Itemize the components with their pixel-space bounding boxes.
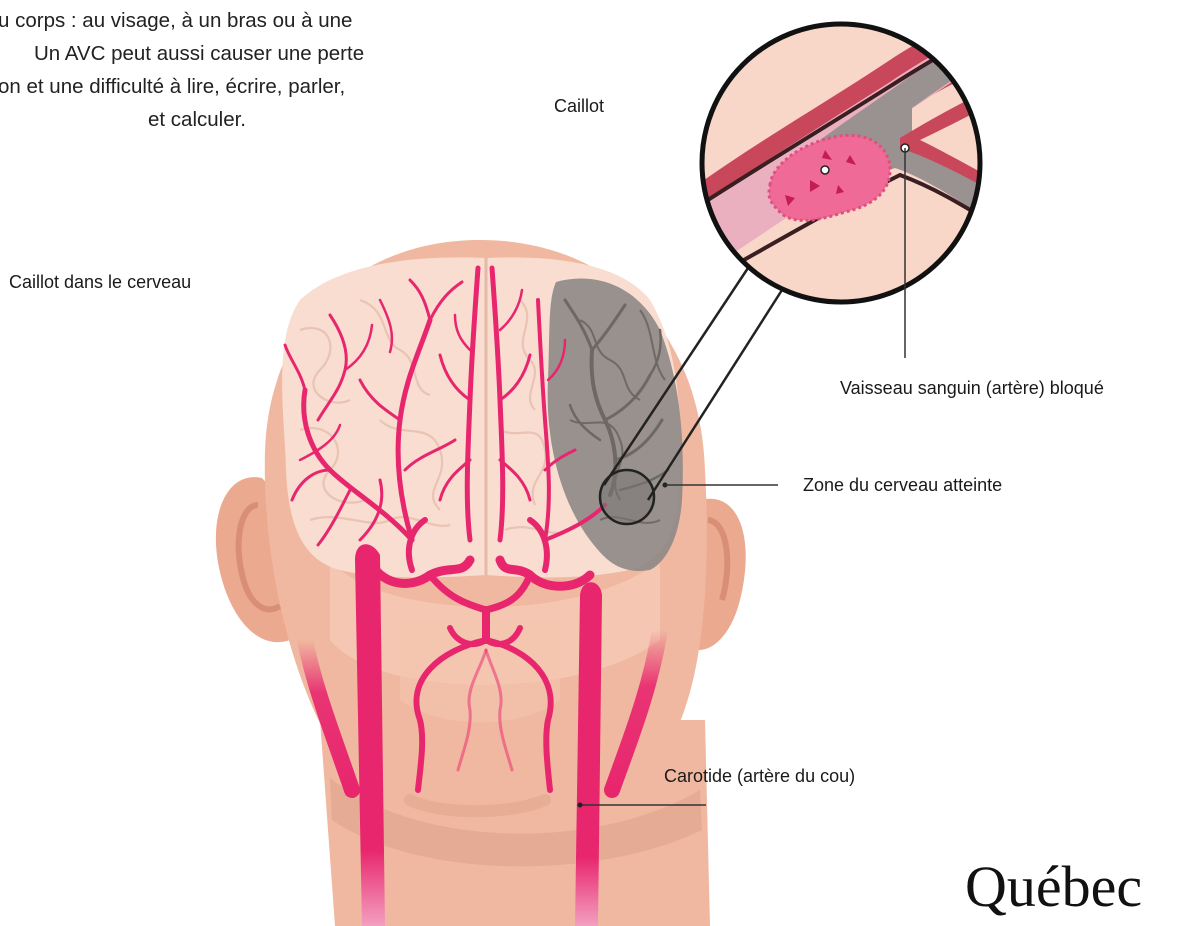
intro-line-2: Un AVC peut aussi causer une perte bbox=[0, 37, 498, 70]
label-clot: Caillot bbox=[554, 96, 604, 117]
zoom-circle bbox=[690, 0, 1000, 302]
label-affected-zone: Zone du cerveau atteinte bbox=[803, 475, 1002, 496]
quebec-wordmark: Québec bbox=[965, 858, 1142, 916]
intro-paragraph: u corps : au visage, à un bras ou à une … bbox=[0, 4, 498, 136]
label-carotid: Carotide (artère du cou) bbox=[664, 766, 855, 787]
intro-line-4: et calculer. bbox=[0, 103, 498, 136]
intro-line-3: on et une difficulté à lire, écrire, par… bbox=[0, 70, 498, 103]
label-clot-in-brain: Caillot dans le cerveau bbox=[9, 272, 191, 293]
label-blocked-vessel: Vaisseau sanguin (artère) bloqué bbox=[840, 378, 1104, 399]
intro-line-1: u corps : au visage, à un bras ou à une bbox=[0, 4, 498, 37]
brain bbox=[282, 257, 683, 577]
